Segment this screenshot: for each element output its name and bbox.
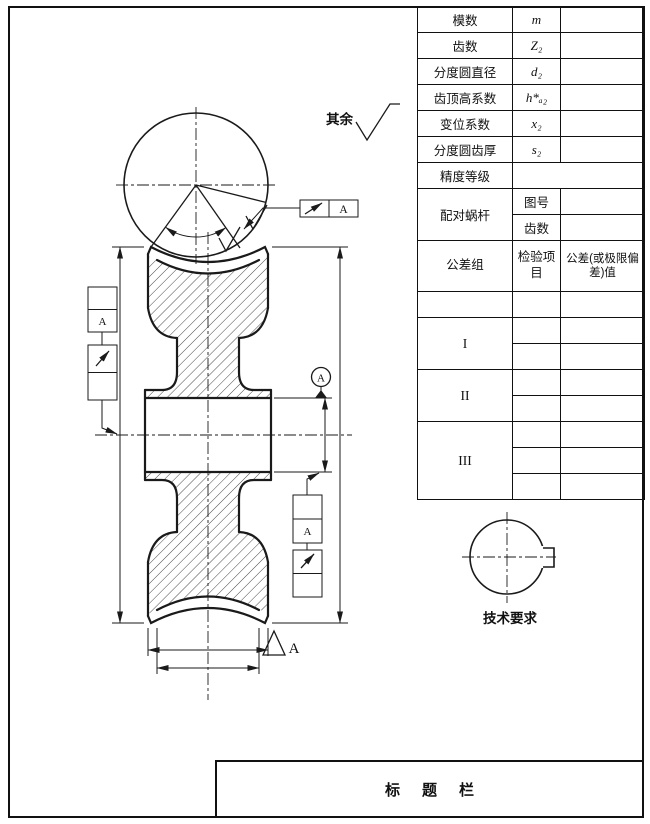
tolerance-group-header: 公差组 [417, 240, 513, 292]
param-row: 齿顶高系数 h*ₐ₂ [417, 84, 645, 111]
worm-gear-parameter-table: 模数 m 齿数 Z₂ 分度圆直径 d₂ 齿顶高系数 h*ₐ₂ [417, 6, 645, 500]
datum-circle-letter: A [317, 373, 325, 385]
shaft-section-view [462, 512, 556, 603]
tolerance-group-row [418, 473, 645, 500]
roughness-icon [355, 103, 400, 142]
dimension-lines [112, 246, 348, 674]
param-label: 分度圆齿厚 [417, 136, 513, 163]
param-value [560, 6, 645, 33]
param-row: 分度圆直径 d₂ [417, 58, 645, 85]
param-value [560, 110, 645, 137]
param-row: 精度等级 [417, 162, 645, 189]
datum-reference-letter: A [339, 204, 348, 216]
param-symbol: x₂ [512, 110, 561, 137]
empty-cell [417, 291, 513, 318]
param-row: 模数 m [417, 6, 645, 33]
param-label: 模数 [417, 6, 513, 33]
datum-symbols: A A [261, 366, 332, 657]
empty-cell [512, 447, 561, 474]
angle-dimension-arc [165, 226, 227, 238]
param-value [560, 32, 645, 59]
empty-cell [560, 447, 645, 474]
empty-cell [512, 473, 561, 500]
empty-cell [560, 317, 645, 344]
empty-cell [560, 473, 645, 500]
tolerance-group-3: III [417, 421, 513, 500]
empty-cell [512, 317, 561, 344]
empty-cell [512, 343, 561, 370]
param-row: 配对蜗杆 图号 [417, 188, 645, 241]
surface-finish-symbols [218, 103, 400, 253]
keyway [543, 547, 555, 568]
param-row: 分度圆齿厚 s₂ [417, 136, 645, 163]
empty-cell [560, 291, 645, 318]
technical-requirements-label: 技术要求 [483, 610, 537, 626]
param-value [560, 58, 645, 85]
param-label: 齿顶高系数 [417, 84, 513, 111]
mating-worm-teeth-value [560, 214, 645, 241]
mating-worm-drawing-no-label: 图号 [512, 188, 561, 215]
center-lines [95, 107, 352, 700]
inspection-item-header: 检验项目 [512, 240, 561, 292]
tolerance-group-row: II [417, 369, 645, 422]
param-symbol: d₂ [512, 58, 561, 85]
param-label: 齿数 [417, 32, 513, 59]
param-value [560, 136, 645, 163]
runout-icon [304, 202, 323, 215]
title-bar-label: 标题栏 [384, 781, 496, 799]
surplus-label: 其余 [326, 111, 353, 127]
tolerance-group-row: III [417, 421, 645, 500]
param-row: 变位系数 x₂ [417, 110, 645, 137]
tolerance-header-row: 公差组 检验项目 公差(或极限偏差)值 [417, 240, 645, 292]
tolerance-group-row [418, 447, 645, 474]
empty-cell [560, 343, 645, 370]
param-symbol: h*ₐ₂ [512, 84, 561, 111]
param-symbol: m [512, 6, 561, 33]
gear-section-outline [143, 245, 273, 625]
empty-cell [512, 421, 561, 448]
tolerance-group-row: I [417, 317, 645, 370]
tolerance-group-1: I [417, 317, 513, 370]
tolerance-value-header: 公差(或极限偏差)值 [560, 240, 645, 292]
param-symbol: Z₂ [512, 32, 561, 59]
tolerance-group-2: II [417, 369, 513, 422]
mating-worm-drawing-no-value [560, 188, 645, 215]
worm-circle [123, 112, 269, 258]
empty-cell [512, 395, 561, 422]
empty-row [417, 291, 645, 318]
param-label: 变位系数 [417, 110, 513, 137]
empty-cell [512, 291, 561, 318]
roughness-icon [218, 226, 241, 253]
empty-cell [560, 395, 645, 422]
param-row: 齿数 [418, 214, 645, 241]
param-label: 分度圆直径 [417, 58, 513, 85]
datum-triangle [315, 390, 327, 398]
runout-icon [95, 350, 110, 367]
param-value [560, 84, 645, 111]
datum-triangle [261, 629, 287, 656]
datum-letter: A [289, 641, 300, 657]
mating-worm-label: 配对蜗杆 [417, 188, 513, 241]
empty-cell [560, 369, 645, 396]
accuracy-grade-label: 精度等级 [417, 162, 513, 189]
mating-worm-teeth-label: 齿数 [512, 214, 561, 241]
accuracy-grade-value [512, 162, 645, 189]
param-symbol: s₂ [512, 136, 561, 163]
datum-reference-letter: A [99, 316, 107, 328]
empty-cell [512, 369, 561, 396]
datum-reference-letter: A [304, 526, 312, 538]
tolerance-frames: A A A [87, 199, 359, 598]
title-bar: 标题栏 [215, 760, 644, 818]
runout-icon [300, 553, 315, 569]
empty-cell [560, 421, 645, 448]
param-row: 齿数 Z₂ [417, 32, 645, 59]
